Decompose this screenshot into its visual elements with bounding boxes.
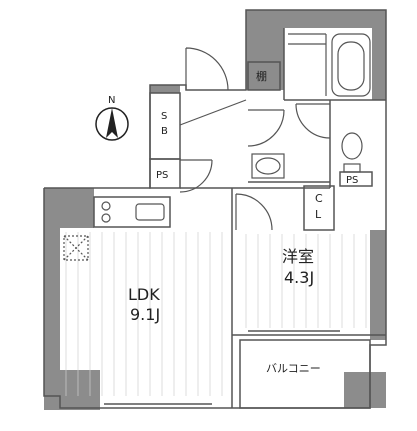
refrigerator-cross xyxy=(63,235,89,261)
stove-burner xyxy=(101,213,111,223)
floor-hatch xyxy=(65,232,367,396)
doors xyxy=(179,47,331,231)
balcony-outline xyxy=(239,339,371,409)
ps-right-label: PS xyxy=(346,175,358,186)
toilet-bowl xyxy=(341,132,363,160)
outer-wall xyxy=(43,9,387,409)
column-bottom-right xyxy=(344,372,386,408)
washbasin xyxy=(255,157,281,175)
western-room-size: 4.3J xyxy=(284,268,314,287)
north-arrow-icon xyxy=(106,108,118,138)
stove-burner xyxy=(101,201,111,211)
kitchen-counter xyxy=(93,196,171,228)
fixtures xyxy=(63,33,371,261)
sink xyxy=(135,203,165,221)
door-toilet xyxy=(295,103,331,139)
balcony-label: バルコニー xyxy=(266,362,321,375)
column-top-left-block xyxy=(246,10,284,90)
ps-left-label: PS xyxy=(156,170,168,181)
ps-left-outline xyxy=(149,158,181,189)
door-bath xyxy=(247,109,285,147)
door-ldk xyxy=(179,159,213,193)
column-left-upper xyxy=(150,85,180,93)
column-left-block xyxy=(44,188,94,228)
column-bottom-left xyxy=(44,370,100,410)
north-label: N xyxy=(108,95,115,106)
ldk-size: 9.1J xyxy=(130,305,160,324)
western-room-name: 洋室 xyxy=(282,247,314,266)
closet-c: C xyxy=(315,192,323,205)
bathtub-inner xyxy=(337,41,365,91)
closet-l: L xyxy=(315,208,322,221)
column-left-mid xyxy=(44,188,60,396)
shoe-box-b: B xyxy=(161,126,168,137)
door-bedroom xyxy=(235,193,273,231)
compass: N xyxy=(95,95,129,141)
door-corridor-diagonal xyxy=(179,99,247,126)
toilet-tank xyxy=(343,163,361,173)
door-entrance xyxy=(185,47,229,91)
closet-outline xyxy=(303,185,335,231)
refrigerator-space xyxy=(63,235,89,261)
column-right-upper xyxy=(372,10,386,100)
wall-bottom-right xyxy=(370,230,386,340)
shelf-label: 棚 xyxy=(256,69,267,83)
bathtub xyxy=(331,33,371,97)
ldk-name: LDK xyxy=(128,285,160,304)
washbasin-counter xyxy=(251,153,285,179)
walls xyxy=(43,9,387,409)
shelf-outline xyxy=(247,61,281,91)
shoe-box-s: S xyxy=(161,111,167,122)
structural-walls xyxy=(44,10,386,410)
